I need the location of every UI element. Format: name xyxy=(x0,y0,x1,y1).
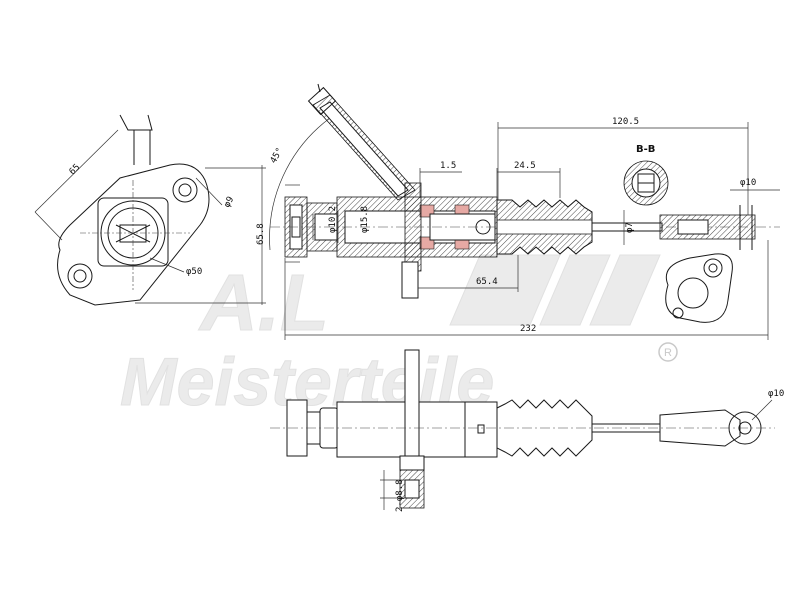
dim-flange-height: 65.8 xyxy=(256,223,266,245)
dim-120-5: 120.5 xyxy=(612,117,639,127)
section-label: B-B xyxy=(636,144,655,155)
watermark-stripes-logo xyxy=(449,254,661,326)
dim-10-bottom: φ10 xyxy=(768,389,784,399)
dim-15-8: φ15.8 xyxy=(360,206,370,233)
cylinder-section-view: 45° xyxy=(269,83,780,340)
cylinder-body-section xyxy=(270,182,780,299)
dim-8-8: 2-φ8.8 xyxy=(395,479,405,512)
dim-flange-width: 65 xyxy=(68,162,83,177)
flange-front-view: 65 65.8 φ9 φ50 xyxy=(34,114,266,306)
cylinder-external-view: φ10 xyxy=(270,349,784,471)
dim-10-top: φ10 xyxy=(740,178,756,188)
watermark-monogram: A.L xyxy=(198,258,329,347)
dim-flange-bore: φ50 xyxy=(186,267,202,277)
flange-side-view xyxy=(665,253,733,323)
dim-24-5: 24.5 xyxy=(514,161,536,171)
dim-10-2: φ10.2 xyxy=(328,206,338,233)
bolt-hole-detail: 2-φ8.8 xyxy=(380,469,425,512)
dim-1-5: 1.5 xyxy=(440,161,456,171)
push-rod xyxy=(591,205,756,250)
dim-angle: 45° xyxy=(269,146,286,165)
registered-letter: R xyxy=(664,347,672,359)
registered-mark-icon xyxy=(658,342,678,362)
watermark: A.L Meisterteile R xyxy=(120,254,678,421)
bellows-boot xyxy=(496,199,593,255)
section-b-b: B-B xyxy=(623,144,669,206)
inlet-port-section xyxy=(307,83,416,201)
dim-232: 232 xyxy=(520,324,536,334)
dim-65-4: 65.4 xyxy=(476,277,498,287)
dim-7: φ7 xyxy=(625,222,635,233)
dim-flange-hole: φ9 xyxy=(222,195,236,209)
